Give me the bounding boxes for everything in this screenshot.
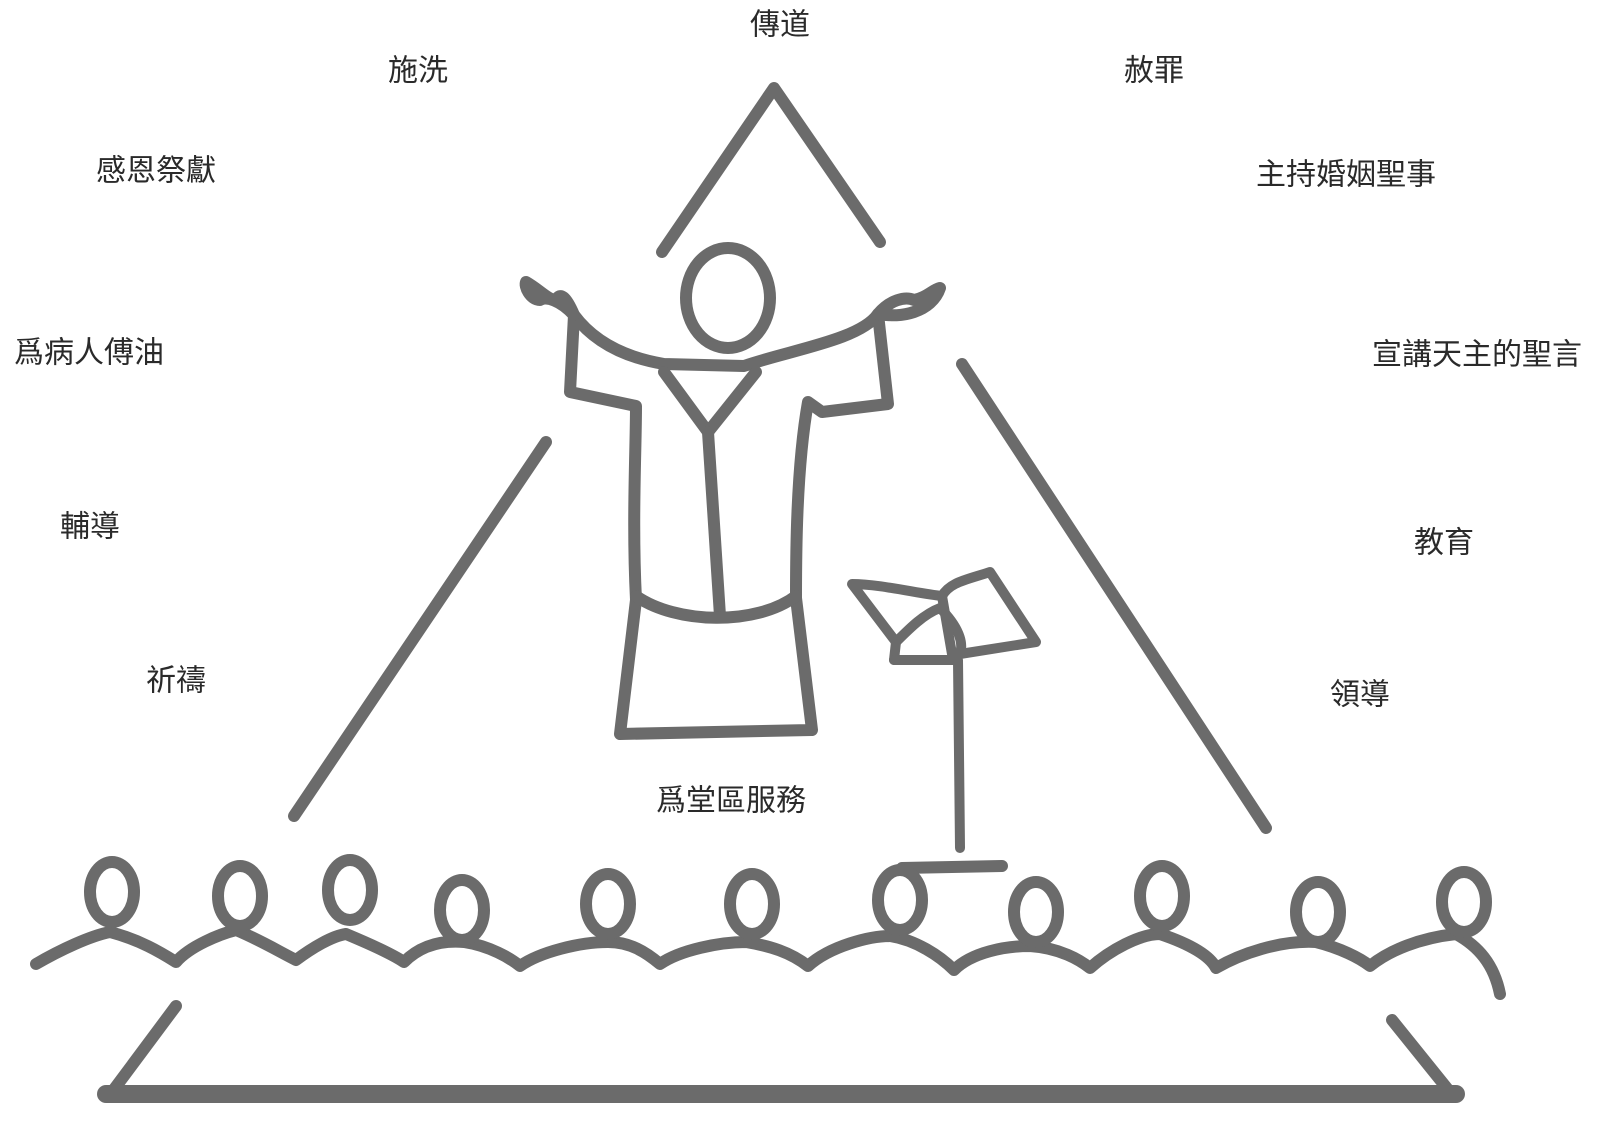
congregation-head [1436, 866, 1492, 938]
lectern-book [847, 567, 1041, 659]
label-anointing: 爲病人傅油 [14, 336, 164, 371]
label-parish-service: 爲堂區服務 [656, 784, 806, 819]
triangle-right-side [956, 358, 1272, 834]
base-left-edge [106, 1000, 182, 1098]
priest-chasuble-hem [630, 590, 802, 624]
triangle-base [97, 1000, 1465, 1103]
priest-figure [519, 242, 946, 740]
congregation-head [1008, 876, 1064, 948]
congregation-head [580, 868, 636, 940]
priest-stole-line [702, 426, 726, 622]
label-baptism: 施洗 [388, 54, 448, 89]
congregation-shoulders [30, 924, 1506, 1000]
lectern-base [896, 860, 1008, 874]
label-leadership: 領導 [1330, 678, 1390, 713]
priest-head [680, 242, 776, 354]
label-proclaiming-word: 宣講天主的聖言 [1372, 338, 1582, 373]
role-labels: 傳道 施洗 赦罪 感恩祭獻 爲病人傅油 輔導 祈禱 主持婚姻聖事 宣講天主的聖言… [14, 8, 1582, 819]
congregation-head [1134, 860, 1190, 932]
label-prayer: 祈禱 [146, 664, 206, 699]
triangle-outline [288, 82, 1272, 834]
lectern-figure [847, 567, 1041, 874]
congregation [30, 854, 1506, 1000]
congregation-head [322, 854, 378, 926]
label-education: 教育 [1414, 526, 1474, 561]
congregation-head [872, 864, 928, 936]
congregation-head [724, 868, 780, 940]
priest-left-hand [519, 276, 580, 321]
triangle-apex [656, 82, 886, 258]
congregation-head [1290, 876, 1346, 948]
label-counselling: 輔導 [60, 510, 120, 545]
congregation-head [212, 860, 268, 932]
base-right-edge [1386, 1014, 1456, 1098]
lectern-post [889, 655, 965, 853]
priest-right-hand [872, 282, 946, 322]
label-absolution: 赦罪 [1124, 54, 1184, 89]
congregation-head [434, 874, 490, 946]
label-preaching: 傳道 [750, 8, 810, 43]
lectern-book-spine [937, 591, 957, 659]
label-eucharist: 感恩祭獻 [96, 154, 216, 189]
label-matrimony: 主持婚姻聖事 [1256, 158, 1436, 193]
congregation-head [84, 856, 140, 928]
triangle-left-side [288, 436, 552, 822]
priest-stole-v [658, 366, 762, 438]
priest-robe [564, 308, 894, 740]
